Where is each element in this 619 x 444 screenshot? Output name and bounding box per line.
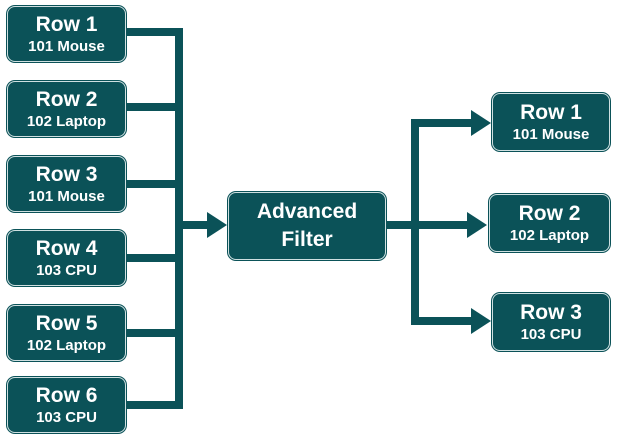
input-row-6-title: Row 6 [35, 383, 98, 407]
input-row-4-title: Row 4 [35, 236, 98, 260]
output-row-3-title: Row 3 [520, 300, 582, 324]
arrowhead-output-1 [471, 110, 491, 136]
input-row-6: Row 6 103 CPU [7, 377, 126, 433]
output-row-2-title: Row 2 [518, 201, 581, 225]
output-row-2-subtitle: 102 Laptop [509, 226, 590, 244]
input-row-6-subtitle: 103 CPU [36, 408, 97, 426]
input-row-1-title: Row 1 [35, 12, 98, 36]
input-row-3: Row 3 101 Mouse [7, 156, 126, 212]
arrowhead-to-filter [207, 212, 227, 238]
input-row-5-title: Row 5 [35, 311, 98, 335]
input-row-4-subtitle: 103 CPU [36, 261, 97, 279]
input-row-1: Row 1 101 Mouse [7, 6, 126, 62]
input-row-5: Row 5 102 Laptop [7, 305, 126, 361]
input-row-2-subtitle: 102 Laptop [26, 112, 107, 130]
input-row-3-subtitle: 101 Mouse [28, 187, 105, 205]
filter-label-line1: Advanced [256, 200, 358, 223]
output-row-1-subtitle: 101 Mouse [512, 125, 590, 143]
output-row-1-title: Row 1 [520, 100, 582, 124]
input-row-2-title: Row 2 [35, 87, 98, 111]
filter-label-line2: Filter [281, 228, 333, 251]
output-row-2: Row 2 102 Laptop [489, 194, 610, 252]
input-row-3-title: Row 3 [35, 162, 98, 186]
input-row-2: Row 2 102 Laptop [7, 81, 126, 137]
arrowhead-output-2 [467, 212, 487, 238]
input-row-4: Row 4 103 CPU [7, 230, 126, 286]
input-row-5-subtitle: 102 Laptop [26, 336, 107, 354]
output-row-1: Row 1 101 Mouse [492, 93, 610, 151]
arrowhead-output-3 [471, 308, 491, 334]
advanced-filter-box: Advanced Filter [228, 192, 386, 260]
output-row-3: Row 3 103 CPU [492, 293, 610, 351]
input-row-1-subtitle: 101 Mouse [28, 37, 105, 55]
output-row-3-subtitle: 103 CPU [520, 325, 582, 343]
